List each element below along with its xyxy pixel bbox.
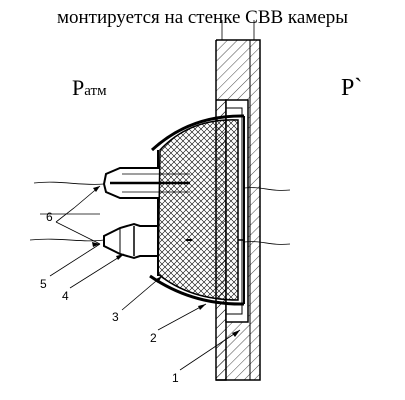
callout-2: 2: [150, 331, 157, 345]
diagram-caption: монтируется на стенке СВВ камеры: [56, 7, 349, 28]
callout-5: 5: [40, 277, 47, 291]
lower-feedthrough: [103, 210, 159, 276]
chamber-pressure-label: Р`: [341, 75, 363, 101]
atmospheric-pressure-label: Ратм: [72, 75, 107, 101]
pressure-subscript: атм: [84, 83, 107, 99]
leader-lines: [49, 185, 241, 371]
callout-6: 6: [46, 210, 53, 224]
leader-arrowheads: [92, 186, 240, 337]
wire-leads: [29, 181, 291, 245]
callout-4: 4: [62, 289, 69, 303]
flange-housing: [149, 114, 245, 306]
callout-3: 3: [112, 310, 119, 324]
pressure-symbol: Р: [72, 75, 85, 100]
callout-1: 1: [172, 371, 179, 385]
